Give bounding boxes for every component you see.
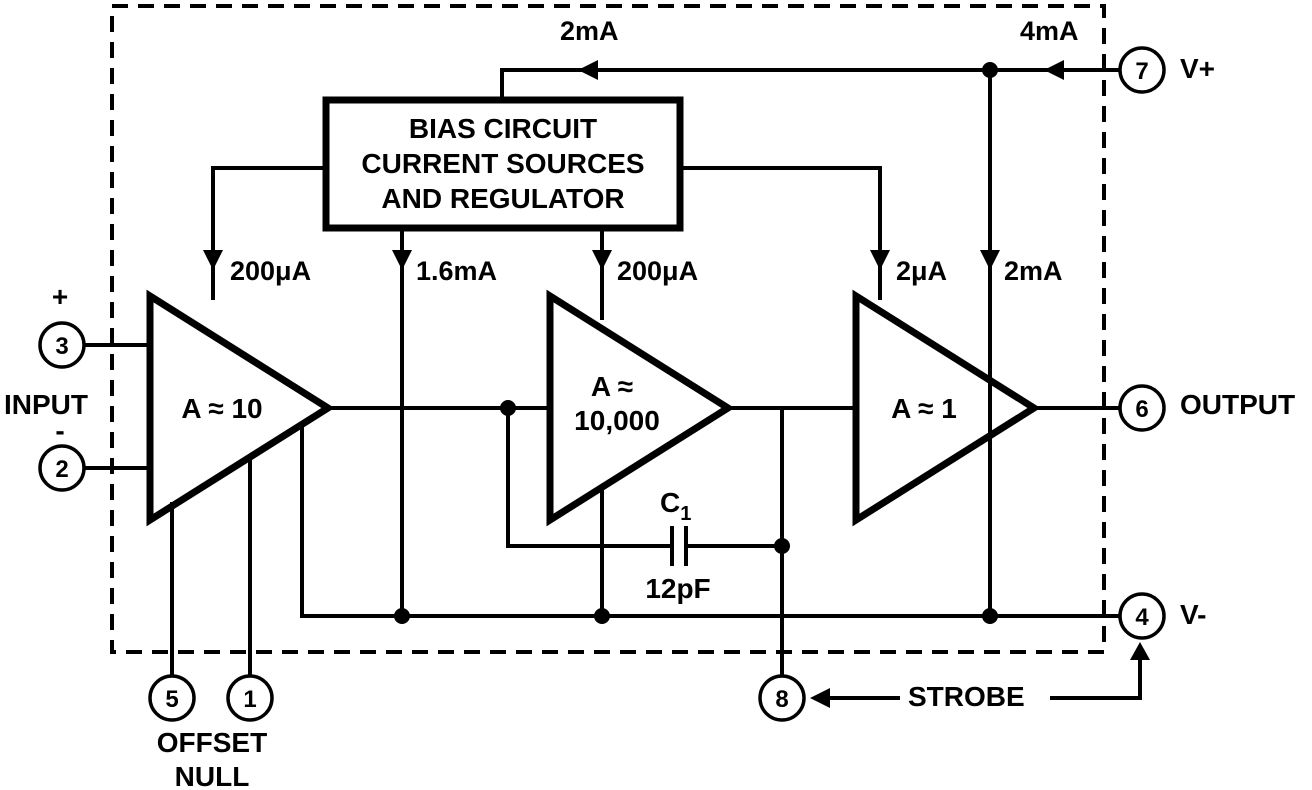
strobe-label: STROBE bbox=[908, 681, 1025, 712]
svg-text:8: 8 bbox=[775, 686, 788, 713]
stage3-amplifier: A ≈ 1 bbox=[852, 289, 1041, 527]
stage2-amplifier: A ≈ 10,000 bbox=[546, 289, 735, 527]
capacitor-c1: C1 12pF bbox=[645, 487, 790, 604]
supply-rail bbox=[500, 60, 1120, 100]
current-4ma: 4mA bbox=[1020, 16, 1079, 46]
pin-1: 1 bbox=[226, 674, 274, 722]
stage1-amplifier: A ≈ 10 bbox=[146, 289, 335, 527]
svg-text:2: 2 bbox=[55, 456, 68, 483]
bias-line-3: AND REGULATOR bbox=[381, 183, 624, 214]
svg-text:5: 5 bbox=[165, 686, 178, 713]
stage2-gain-line2: 10,000 bbox=[574, 405, 660, 436]
offset-label: OFFSET bbox=[157, 727, 267, 758]
package-boundary bbox=[110, 4, 1106, 654]
bias-vminus-line bbox=[392, 228, 412, 616]
current-200ua-stage2: 200μA bbox=[617, 256, 698, 286]
pin-4: 4 bbox=[1118, 592, 1166, 640]
svg-text:3: 3 bbox=[55, 333, 68, 360]
stage2-gain-line1: A ≈ bbox=[591, 371, 633, 402]
input-label: INPUT bbox=[4, 389, 88, 420]
capacitor-value: 12pF bbox=[645, 573, 710, 604]
output-label: OUTPUT bbox=[1180, 389, 1295, 420]
capacitor-name: C1 bbox=[660, 487, 691, 525]
pin-3: 3 bbox=[38, 321, 86, 369]
strobe-connector bbox=[810, 642, 1150, 708]
pin-6: 6 bbox=[1118, 384, 1166, 432]
stage1-gain-label: A ≈ 10 bbox=[181, 393, 262, 424]
vminus-label: V- bbox=[1180, 599, 1206, 630]
current-1-6ma: 1.6mA bbox=[416, 256, 497, 286]
minus-label: - bbox=[55, 415, 64, 446]
stage2-to-stage3 bbox=[728, 406, 856, 676]
stage3-gain-label: A ≈ 1 bbox=[891, 393, 957, 424]
stage2-bias-line bbox=[592, 228, 612, 320]
bias-line-1: BIAS CIRCUIT bbox=[409, 113, 597, 144]
vplus-label: V+ bbox=[1180, 53, 1215, 84]
pin-7: 7 bbox=[1118, 46, 1166, 94]
stage1-bias-line bbox=[203, 166, 326, 300]
stage3-bias-line bbox=[680, 166, 890, 300]
pin-5: 5 bbox=[148, 674, 196, 722]
current-2ma-top: 2mA bbox=[560, 16, 619, 46]
svg-text:4: 4 bbox=[1135, 604, 1149, 631]
stage1-to-stage2 bbox=[328, 400, 672, 548]
svg-text:7: 7 bbox=[1135, 58, 1148, 85]
pin-2: 2 bbox=[38, 444, 86, 492]
current-200ua-stage1: 200μA bbox=[230, 256, 311, 286]
current-2ma-stage3: 2mA bbox=[1004, 256, 1063, 286]
plus-label: + bbox=[52, 281, 68, 312]
null-label: NULL bbox=[175, 761, 250, 790]
pin-8: 8 bbox=[758, 674, 806, 722]
vminus-rail bbox=[300, 422, 1120, 624]
bias-circuit-box: BIAS CIRCUIT CURRENT SOURCES AND REGULAT… bbox=[322, 96, 684, 232]
svg-text:6: 6 bbox=[1135, 396, 1148, 423]
bias-line-2: CURRENT SOURCES bbox=[361, 148, 644, 179]
current-2ua: 2μA bbox=[896, 256, 947, 286]
svg-text:1: 1 bbox=[243, 686, 256, 713]
